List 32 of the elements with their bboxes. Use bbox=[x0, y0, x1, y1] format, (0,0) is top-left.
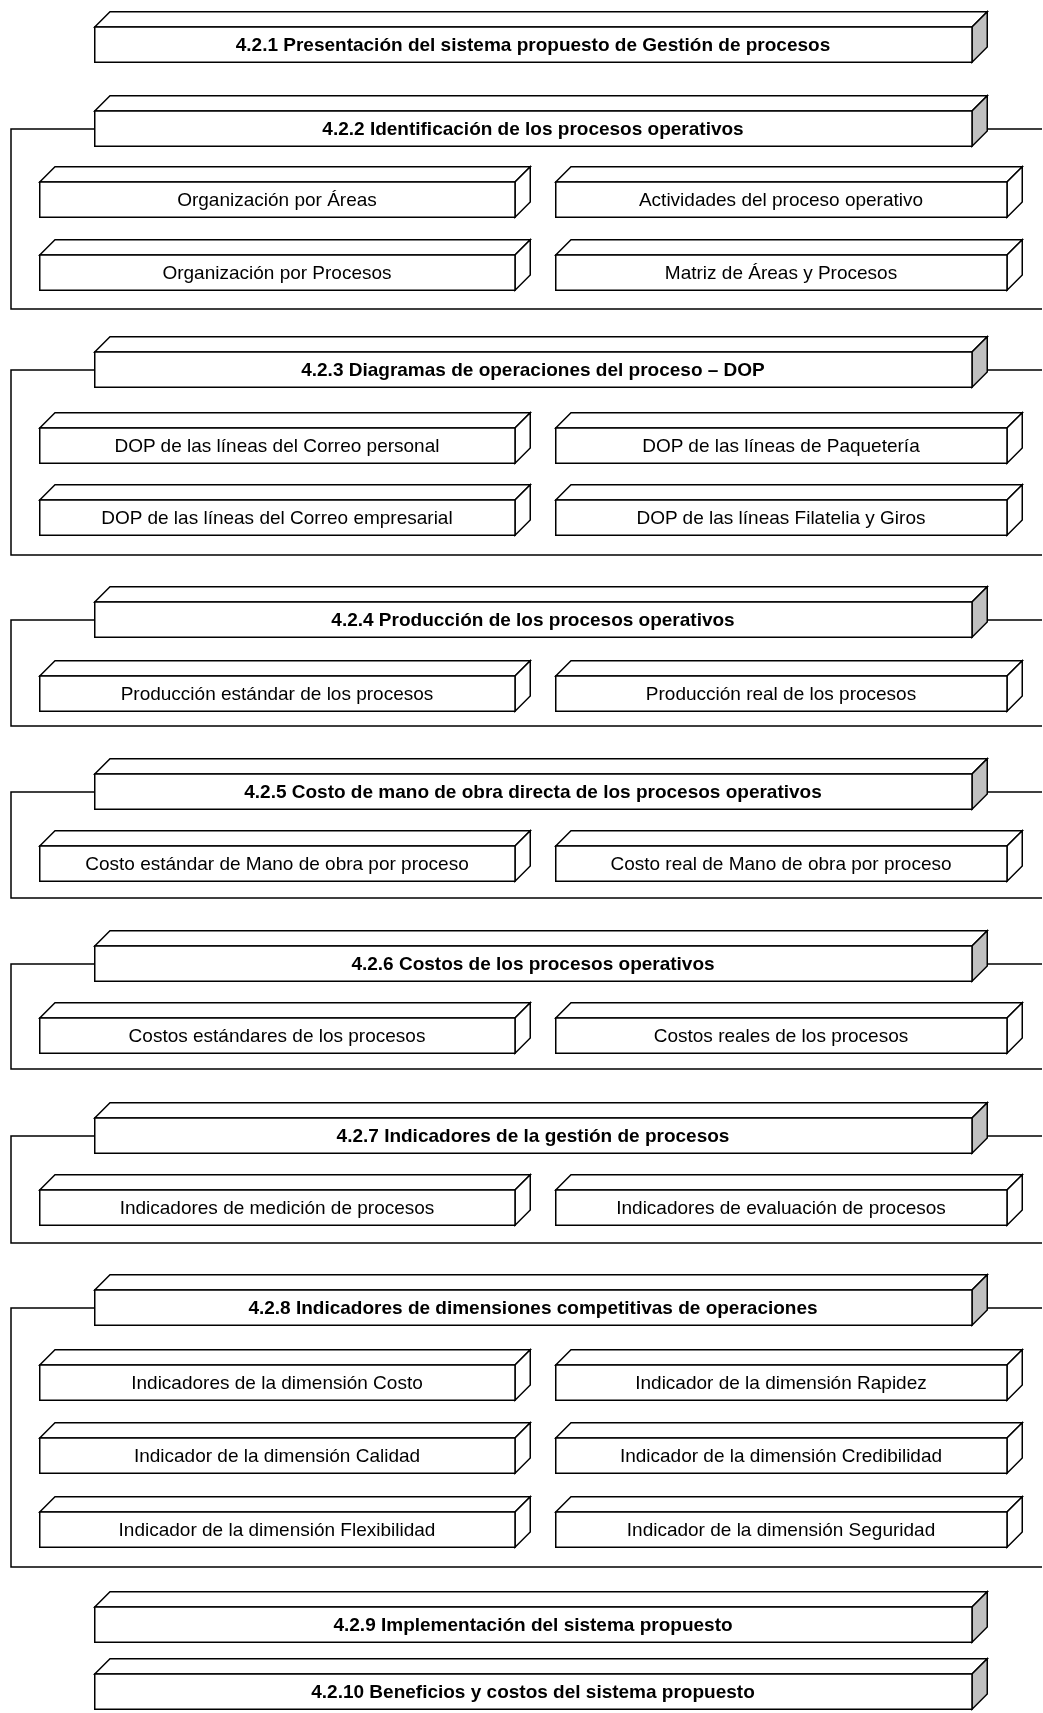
section-heading: 4.2.10 Beneficios y costos del sistema propuesto bbox=[311, 1681, 755, 1703]
topic-label: Organización por Áreas bbox=[177, 189, 377, 211]
topic-label: Indicador de la dimensión Credibilidad bbox=[619, 1445, 943, 1467]
section-heading: 4.2.6 Costos de los procesos operativos bbox=[351, 953, 715, 975]
topic-label: Indicadores de evaluación de procesos bbox=[616, 1197, 946, 1219]
topic-label: DOP de las líneas del Correo empresarial bbox=[101, 507, 453, 529]
topic-label: Indicadores de la dimensión Costo bbox=[131, 1372, 423, 1394]
section-heading: 4.2.2 Identificación de los procesos operativos bbox=[322, 118, 744, 140]
section-heading: 4.2.8 Indicadores de dimensiones competitivas de operaciones bbox=[248, 1297, 818, 1319]
section-heading: 4.2.5 Costo de mano de obra directa de los procesos operativos bbox=[244, 781, 822, 803]
topic-label: Costo real de Mano de obra por proceso bbox=[610, 853, 952, 875]
topic-label: Organización por Procesos bbox=[162, 262, 392, 284]
topic-label: DOP de las líneas de Paquetería bbox=[642, 435, 920, 457]
section-heading: 4.2.3 Diagramas de operaciones del proceso – DOP bbox=[301, 359, 765, 381]
topic-label: Producción estándar de los procesos bbox=[120, 683, 434, 705]
topic-label: DOP de las líneas Filatelia y Giros bbox=[636, 507, 926, 529]
topic-label: Indicador de la dimensión Rapidez bbox=[635, 1372, 927, 1394]
topic-label: Costos estándares de los procesos bbox=[128, 1025, 426, 1047]
topic-label: Indicador de la dimensión Seguridad bbox=[626, 1519, 936, 1541]
topic-label: Indicadores de medición de procesos bbox=[119, 1197, 435, 1219]
topic-label: Matriz de Áreas y Procesos bbox=[664, 262, 898, 284]
section-heading: 4.2.7 Indicadores de la gestión de procesos bbox=[336, 1125, 730, 1147]
topic-label: Indicador de la dimensión Calidad bbox=[133, 1445, 421, 1467]
topic-label: Indicador de la dimensión Flexibilidad bbox=[118, 1519, 436, 1541]
section-heading: 4.2.4 Producción de los procesos operativos bbox=[331, 609, 735, 631]
topic-label: Actividades del proceso operativo bbox=[638, 189, 924, 211]
topic-label: Costos reales de los procesos bbox=[653, 1025, 909, 1047]
topic-label: Producción real de los procesos bbox=[645, 683, 917, 705]
topic-label: Costo estándar de Mano de obra por proceso bbox=[85, 853, 469, 875]
topic-label: DOP de las líneas del Correo personal bbox=[114, 435, 440, 457]
section-heading: 4.2.9 Implementación del sistema propuesto bbox=[333, 1614, 733, 1636]
section-heading: 4.2.1 Presentación del sistema propuesto de Gestión de procesos bbox=[235, 34, 831, 56]
